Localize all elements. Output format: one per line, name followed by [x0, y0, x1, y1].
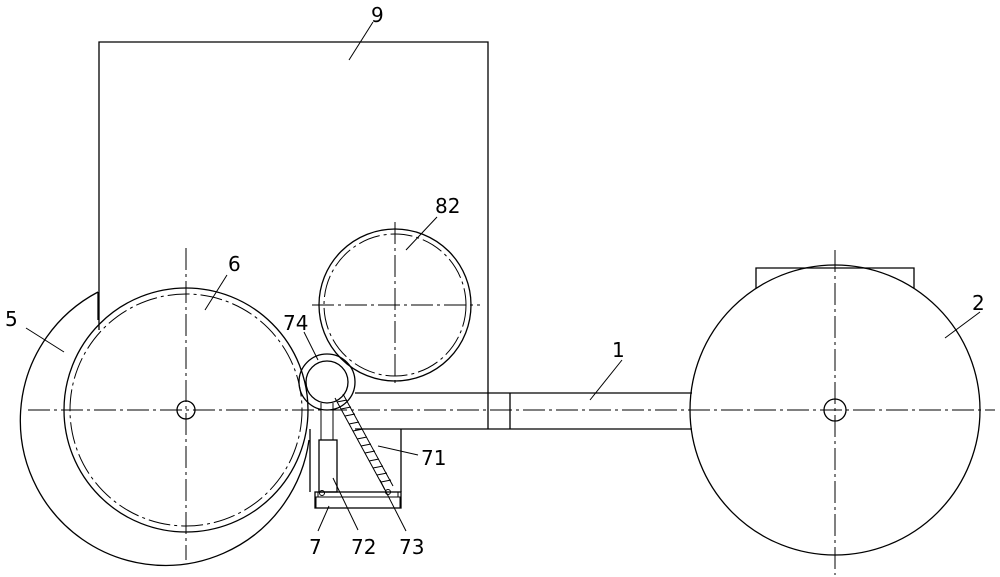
label-7: 7	[309, 535, 322, 559]
cylinder-72	[319, 440, 337, 496]
label-2: 2	[972, 291, 985, 315]
label-71: 71	[421, 446, 446, 470]
label-73: 73	[399, 535, 424, 559]
leader-lines	[26, 22, 980, 531]
wheel-2	[690, 250, 980, 575]
drum-82	[312, 222, 480, 385]
bracket-71	[310, 429, 401, 492]
label-9: 9	[371, 3, 384, 27]
label-82: 82	[435, 194, 460, 218]
label-6: 6	[228, 252, 241, 276]
drum-6	[64, 248, 308, 560]
spring-73	[335, 394, 393, 495]
frame-9	[99, 42, 488, 393]
label-72: 72	[351, 535, 376, 559]
label-5: 5	[5, 307, 18, 331]
beam-1	[355, 393, 692, 429]
label-74: 74	[283, 311, 308, 335]
label-1: 1	[612, 338, 625, 362]
